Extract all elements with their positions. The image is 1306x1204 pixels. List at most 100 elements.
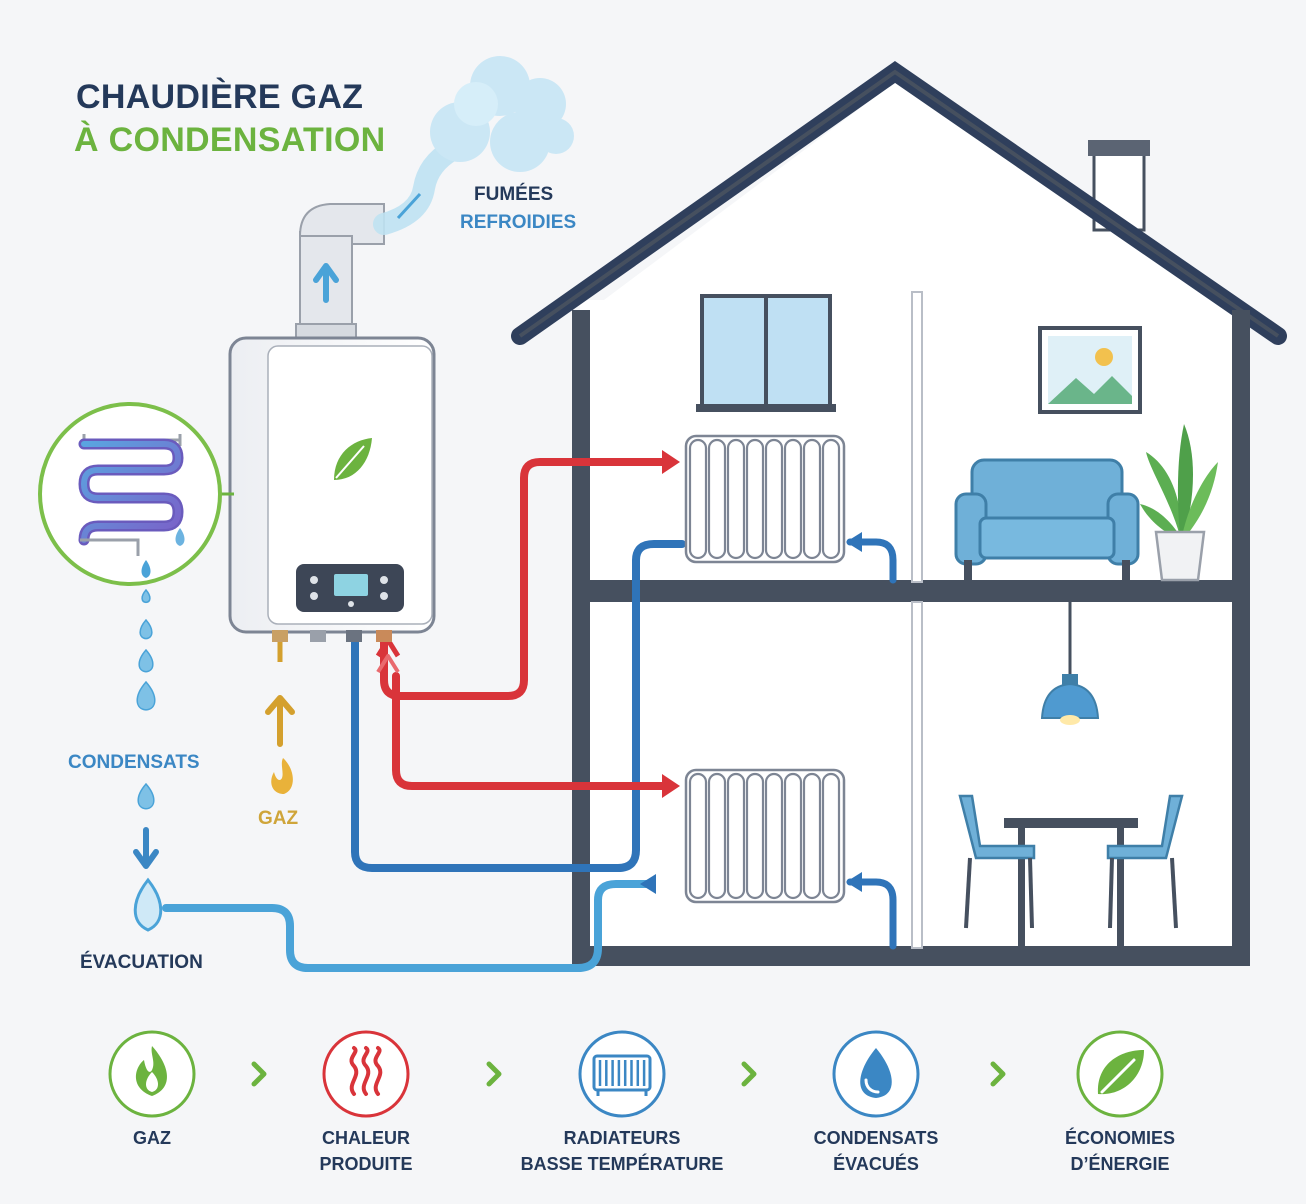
step-label-line2: BASSE TEMPÉRATURE	[521, 1153, 724, 1174]
gas-label: GAZ	[258, 808, 299, 829]
radiator-fin	[764, 772, 784, 900]
radiator-fin	[726, 438, 746, 560]
radiator-icon	[592, 1054, 652, 1096]
radiator-fin	[783, 438, 803, 560]
return-arrow-lower-left	[640, 874, 656, 894]
title-line2: À CONDENSATION	[74, 121, 385, 159]
drop-icon	[137, 782, 155, 810]
flame-icon	[135, 1046, 168, 1096]
step-label-line1: GAZ	[133, 1128, 171, 1148]
boiler	[228, 336, 436, 642]
step-label-line1: RADIATEURS	[564, 1128, 681, 1148]
window	[696, 294, 836, 412]
radiator-fin	[821, 438, 841, 560]
step-5: ÉCONOMIES D’ÉNERGIE	[1065, 1030, 1175, 1174]
wall-left	[572, 310, 590, 962]
step-label-line2: PRODUITE	[319, 1154, 412, 1174]
upper-partition	[911, 291, 923, 583]
condensate-drops	[136, 588, 156, 810]
radiator-fin	[707, 438, 727, 560]
chimney-cap	[1088, 140, 1150, 156]
step-3: RADIATEURS BASSE TEMPÉRATURE	[521, 1030, 724, 1174]
condensate-drain-pipe	[162, 880, 652, 972]
step-2: CHALEUR PRODUITE	[319, 1030, 413, 1174]
flue-pipe	[295, 203, 385, 339]
attic-interior	[580, 82, 1240, 318]
dining-set	[958, 794, 1184, 946]
radiator-fin	[783, 772, 803, 900]
leaf-logo-icon	[334, 438, 372, 480]
droplet-icon	[175, 528, 185, 546]
radiator-fin	[726, 772, 746, 900]
radiator-lower	[684, 768, 846, 904]
leaf-icon	[1097, 1050, 1144, 1095]
wall-right	[1232, 310, 1250, 962]
fumees-label-line2: REFROIDIES	[460, 212, 576, 233]
fumees-label-line1: FUMÉES	[474, 183, 553, 205]
smoke-cloud	[430, 56, 574, 172]
hot-supply-pipe-lower	[392, 672, 668, 790]
radiator-fin	[802, 438, 822, 560]
step-label-line2: D’ÉNERGIE	[1070, 1153, 1169, 1174]
drop-icon	[138, 648, 154, 673]
drop-icon	[141, 588, 151, 604]
step-4: CONDENSATS ÉVACUÉS	[814, 1030, 939, 1174]
step-label-line2: ÉVACUÉS	[833, 1153, 919, 1174]
condensats-label: CONDENSATS	[68, 752, 200, 773]
hot-outlet-arrow-2	[376, 654, 400, 674]
smoke-trail	[373, 139, 463, 235]
radiator-upper	[684, 434, 846, 564]
hot-arrow-upper	[662, 450, 680, 474]
heat-waves-icon	[349, 1046, 383, 1096]
ground-floor	[572, 946, 1250, 966]
process-steps: GAZ CHALEUR PRODUITE RADIATEURS BASSE TEMPÉR…	[108, 1030, 1175, 1174]
drop-icon	[139, 618, 153, 640]
step-circle	[578, 1030, 666, 1118]
wall-picture	[1038, 326, 1142, 414]
heat-exchanger-detail	[38, 402, 222, 586]
chevron-right-icon	[741, 1061, 757, 1087]
step-label-line1: ÉCONOMIES	[1065, 1127, 1175, 1148]
radiator-fin	[707, 772, 727, 900]
pendant-lamp	[1040, 602, 1100, 725]
radiator-fin	[688, 438, 708, 560]
radiator-fin	[745, 772, 765, 900]
radiator-fin	[821, 772, 841, 900]
roof-edge	[518, 69, 1280, 338]
upper-floor	[572, 580, 1250, 602]
step-label-line1: CONDENSATS	[814, 1128, 939, 1148]
display-screen	[334, 574, 368, 596]
step-1: GAZ	[108, 1030, 196, 1148]
radiator-fin	[802, 772, 822, 900]
plant	[1140, 424, 1218, 582]
step-circle	[322, 1030, 410, 1118]
exhaust-up-arrow	[313, 263, 339, 303]
return-arrow-upper	[846, 532, 862, 552]
big-droplet-icon	[133, 877, 163, 932]
radiator-fin	[688, 772, 708, 900]
chevron-right-icon	[251, 1061, 267, 1087]
lower-partition	[911, 601, 923, 949]
evacuation-label: ÉVACUATION	[80, 951, 203, 973]
house	[511, 61, 1287, 966]
title-line1: CHAUDIÈRE GAZ	[76, 78, 363, 116]
hot-arrow-lower	[662, 774, 680, 798]
return-pipe-lower	[846, 878, 897, 950]
drop-icon	[136, 680, 156, 711]
step-label-line1: CHALEUR	[322, 1128, 410, 1148]
radiator-fin	[745, 438, 765, 560]
gas-flame-icon	[271, 758, 293, 794]
return-pipe-upper	[846, 538, 897, 584]
smoke-arrow	[396, 192, 422, 220]
chevron-right-icon	[486, 1061, 502, 1087]
cold-return-pipe	[351, 540, 686, 872]
water-drop-icon	[860, 1048, 892, 1098]
condensate-down-arrow	[133, 827, 159, 869]
return-arrow-lower	[846, 872, 862, 892]
sofa	[954, 458, 1140, 580]
chevron-right-icon	[990, 1061, 1006, 1087]
gas-up-arrow	[265, 695, 295, 747]
hot-supply-pipe-upper	[380, 458, 668, 700]
